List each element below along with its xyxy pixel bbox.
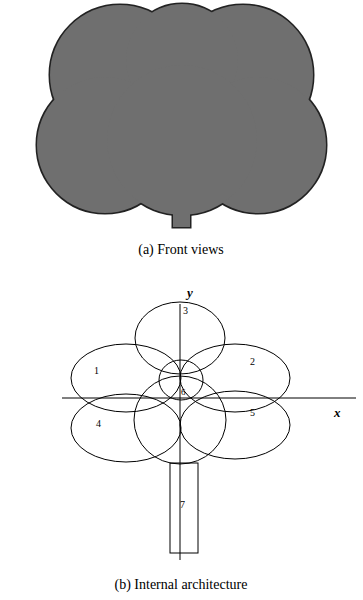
caption: (b) Internal architecture — [115, 578, 248, 592]
axes — [62, 304, 356, 560]
callout-number: 4 — [96, 419, 101, 429]
ellipses — [71, 302, 290, 553]
callout-number: 2 — [250, 357, 255, 367]
callout-number: 1 — [94, 366, 99, 376]
axis-label: x — [334, 406, 341, 419]
callout-number: 6 — [181, 388, 186, 397]
tree-outline — [37, 4, 326, 227]
tree-fill — [37, 4, 326, 227]
caption: (a) Front views — [138, 243, 224, 257]
callout-number: 3 — [183, 306, 188, 316]
callout-number: 5 — [250, 408, 255, 418]
callout-number: 7 — [180, 500, 185, 510]
axis-label: y — [187, 286, 193, 299]
